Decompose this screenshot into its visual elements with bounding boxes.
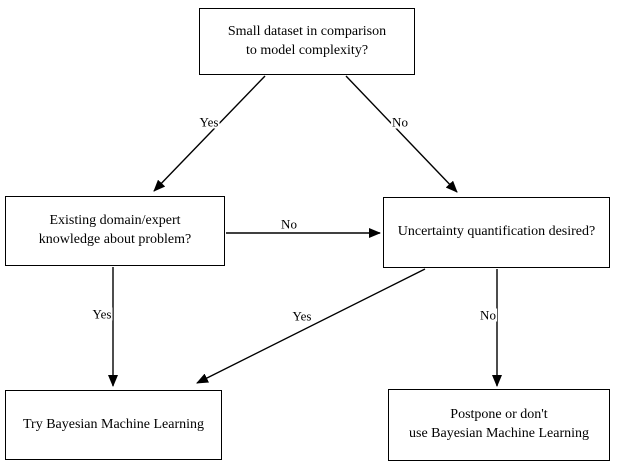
arrow-uncertainty-yes-to-try — [196, 268, 426, 384]
edge-label-domain-yes: Yes — [91, 306, 113, 322]
node-domain-knowledge-question: Existing domain/expert knowledge about p… — [5, 196, 225, 266]
edge-label-dataset-yes: Yes — [198, 114, 220, 130]
arrow-dataset-no-to-uncertainty — [345, 75, 458, 193]
node-try-bayesian-ml: Try Bayesian Machine Learning — [5, 390, 222, 460]
arrow-dataset-yes-to-domain — [153, 75, 266, 192]
node-uncertainty-question: Uncertainty quantification desired? — [383, 197, 610, 268]
node-small-dataset-question: Small dataset in comparison to model com… — [199, 8, 415, 75]
edge-label-uncertainty-yes: Yes — [291, 308, 313, 324]
edge-label-dataset-no: No — [391, 114, 409, 130]
node-postpone-bayesian-ml: Postpone or don't use Bayesian Machine L… — [388, 389, 610, 461]
edge-label-uncertainty-no: No — [479, 307, 497, 323]
edge-label-domain-no: No — [280, 216, 298, 232]
